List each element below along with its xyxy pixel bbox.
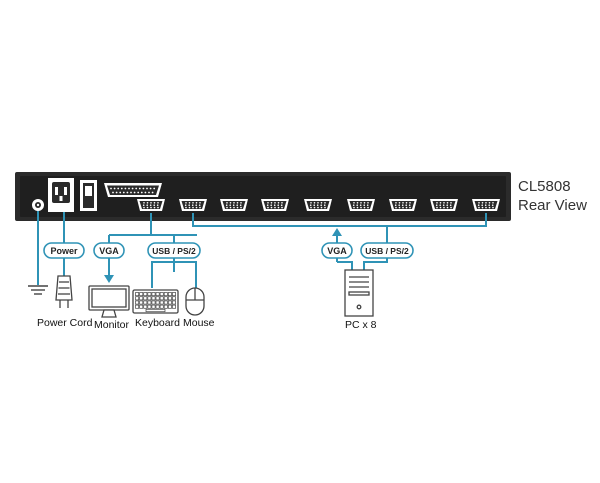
vga-local-pill: VGA [93,242,125,259]
pc-vga-port-icon [347,199,375,211]
pc-vga-port-icon [261,199,289,211]
pc-vga-port-icon [389,199,417,211]
vga-pc-label: VGA [327,246,347,256]
mouse-icon [185,287,205,316]
monitor-caption: Monitor [94,319,130,331]
parallel-port-icon [104,183,162,197]
model-title: CL5808 [518,178,571,195]
usb-ps2-local-pill: USB / PS/2 [147,242,201,259]
pc-vga-port-icon [220,199,248,211]
power-pill: Power [43,242,85,259]
usb-ps2-pc-pill: USB / PS/2 [360,242,414,259]
mouse-caption: Mouse [183,317,215,329]
power-switch-icon [80,180,97,211]
usb-ps2-local-label: USB / PS/2 [152,246,196,256]
pc-vga-port-icon [304,199,332,211]
ground-symbol-icon [28,285,48,295]
keyboard-caption: Keyboard [135,317,180,329]
power-label: Power [50,246,78,256]
pc-vga-port-icon [472,199,500,211]
vga-port-group [137,199,500,211]
cable-arrows [104,228,342,283]
view-title: Rear View [518,197,587,214]
monitor-icon [88,285,130,318]
pc-vga-port-icon [179,199,207,211]
arrow-from-pc-icon [332,228,342,236]
vga-pc-pill: VGA [321,242,353,259]
power-cord-caption: Power Cord [37,317,93,329]
power-socket-icon [48,178,74,212]
console-vga-port-icon [137,199,165,211]
arrow-to-monitor-icon [104,275,114,283]
usb-ps2-pc-label: USB / PS/2 [365,246,409,256]
pc-caption: PC x 8 [345,319,377,331]
vga-local-label: VGA [99,246,119,256]
power-plug-icon [55,275,73,308]
pc-vga-port-icon [430,199,458,211]
pc-bus-cable [192,213,487,227]
keyboard-icon [132,289,179,314]
pc-tower-icon [344,269,374,317]
ground-terminal-icon [32,199,44,211]
